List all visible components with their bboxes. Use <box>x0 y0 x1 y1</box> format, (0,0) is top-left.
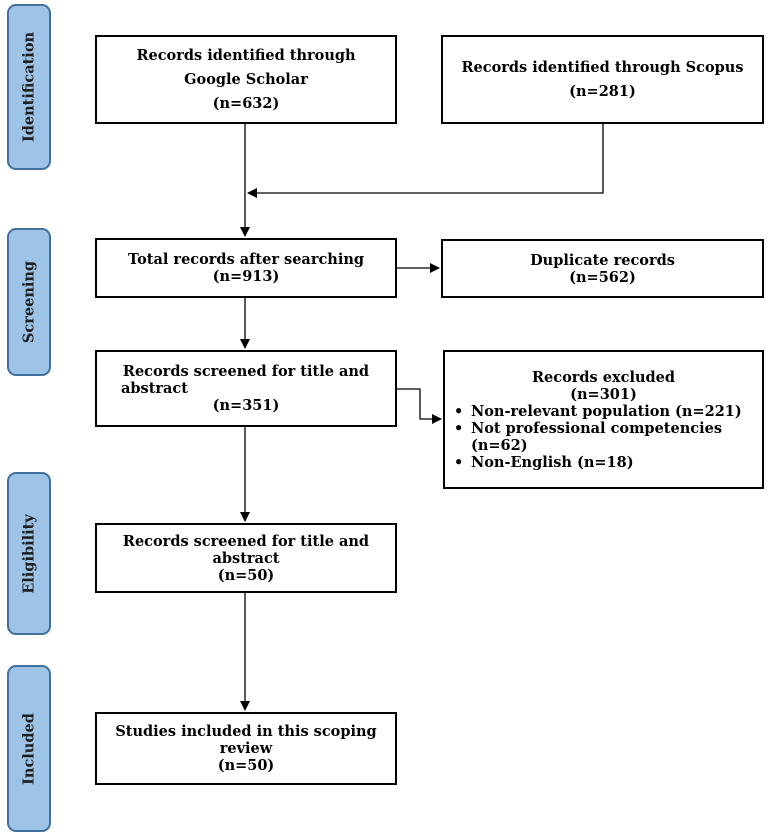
box-studies-included-line2: review <box>219 740 273 757</box>
box-records-screened-line2: abstract <box>121 380 188 397</box>
box-scopus-line1: Records identified through Scopus <box>461 59 744 76</box>
box-total-records-line1: Total records after searching <box>127 251 365 268</box>
exclusion-reason-item: Non-relevant population (n=221) <box>445 403 762 420</box>
box-eligibility-screened-line2: abstract <box>212 549 280 567</box>
box-duplicate-records-line1: Duplicate records <box>530 251 675 269</box>
phase-included: Included <box>7 665 51 832</box>
box-google-scholar-line1: Records identified through <box>136 47 356 64</box>
box-scopus: Records identified through Scopus (n=281… <box>441 35 764 124</box>
box-studies-included: Studies included in this scoping review … <box>95 712 397 785</box>
box-studies-included-count: (n=50) <box>217 757 275 774</box>
box-duplicate-records-count: (n=562) <box>569 268 636 286</box>
phase-identification: Identification <box>7 4 51 170</box>
box-records-excluded-title: Records excluded <box>531 368 676 386</box>
box-eligibility-screened: Records screened for title and abstract … <box>95 523 397 593</box>
box-google-scholar-line2: Google Scholar <box>184 71 308 88</box>
box-total-records-count: (n=913) <box>212 268 280 285</box>
exclusion-reason-item: Not professional competencies (n=62) <box>445 420 762 454</box>
box-records-excluded-count: (n=301) <box>570 385 637 403</box>
exclusion-reason-item: Non-English (n=18) <box>445 454 762 471</box>
box-google-scholar: Records identified through Google Schola… <box>95 35 397 124</box>
box-records-screened-line1: Records screened for title and <box>122 363 370 380</box>
phase-eligibility: Eligibility <box>7 472 51 635</box>
box-eligibility-screened-count: (n=50) <box>217 566 275 584</box>
arrow-scopus-to-merge <box>247 124 604 198</box>
box-studies-included-line1: Studies included in this scoping <box>115 723 377 740</box>
box-records-screened: Records screened for title and abstract … <box>95 350 397 427</box>
phase-screening: Screening <box>7 228 51 376</box>
box-records-excluded: Records excluded (n=301) Non-relevant po… <box>443 350 764 489</box>
box-duplicate-records: Duplicate records (n=562) <box>441 239 764 298</box>
box-eligibility-screened-line1: Records screened for title and <box>122 532 370 550</box>
box-records-screened-count: (n=351) <box>212 397 280 414</box>
exclusion-reasons-list: Non-relevant population (n=221) Not prof… <box>445 403 762 471</box>
box-google-scholar-count: (n=632) <box>212 95 280 112</box>
box-scopus-count: (n=281) <box>569 83 636 100</box>
arrow-screened-to-excluded <box>397 388 442 424</box>
box-total-records: Total records after searching (n=913) <box>95 238 397 298</box>
